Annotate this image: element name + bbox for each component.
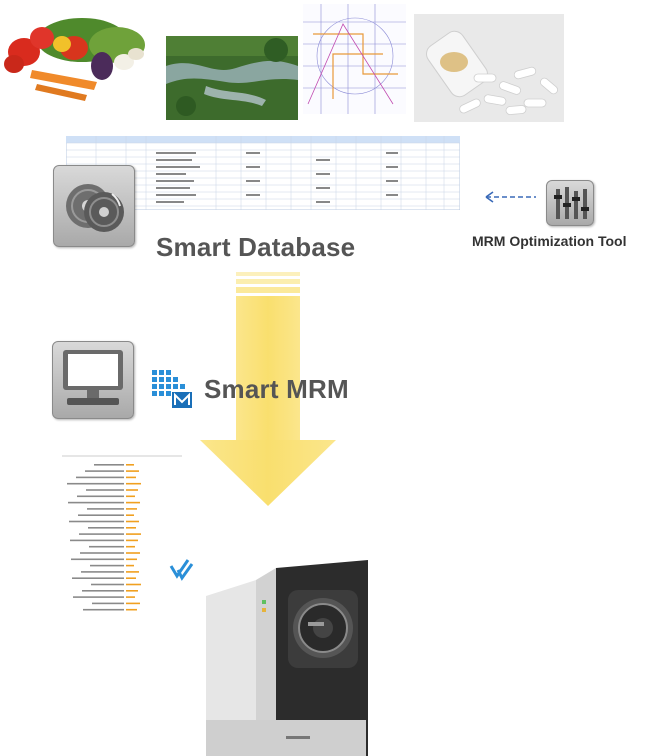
mrm-optimization-tool-label: MRM Optimization Tool	[472, 233, 627, 249]
wetland-photo	[166, 36, 298, 120]
disc-icon	[66, 184, 124, 232]
mrm-optimization-tool-tile	[546, 180, 594, 226]
vegetables-photo	[2, 0, 154, 118]
tuning-sliders-icon	[554, 187, 589, 219]
gc-ms-instrument	[196, 560, 368, 756]
map-drawing	[303, 4, 406, 114]
pills-photo	[414, 14, 564, 122]
smart-database-label: Smart Database	[156, 232, 356, 262]
smart-mrm-logo-icon	[152, 370, 192, 408]
database-tile	[53, 165, 135, 247]
checkmark-icon	[169, 559, 194, 581]
monitor-icon	[63, 350, 123, 405]
flow-arrow	[200, 272, 336, 506]
monitor-tile	[52, 341, 134, 419]
dashed-arrow	[485, 191, 536, 203]
smart-mrm-label: Smart MRM	[204, 374, 349, 404]
compound-list-image	[58, 450, 182, 620]
